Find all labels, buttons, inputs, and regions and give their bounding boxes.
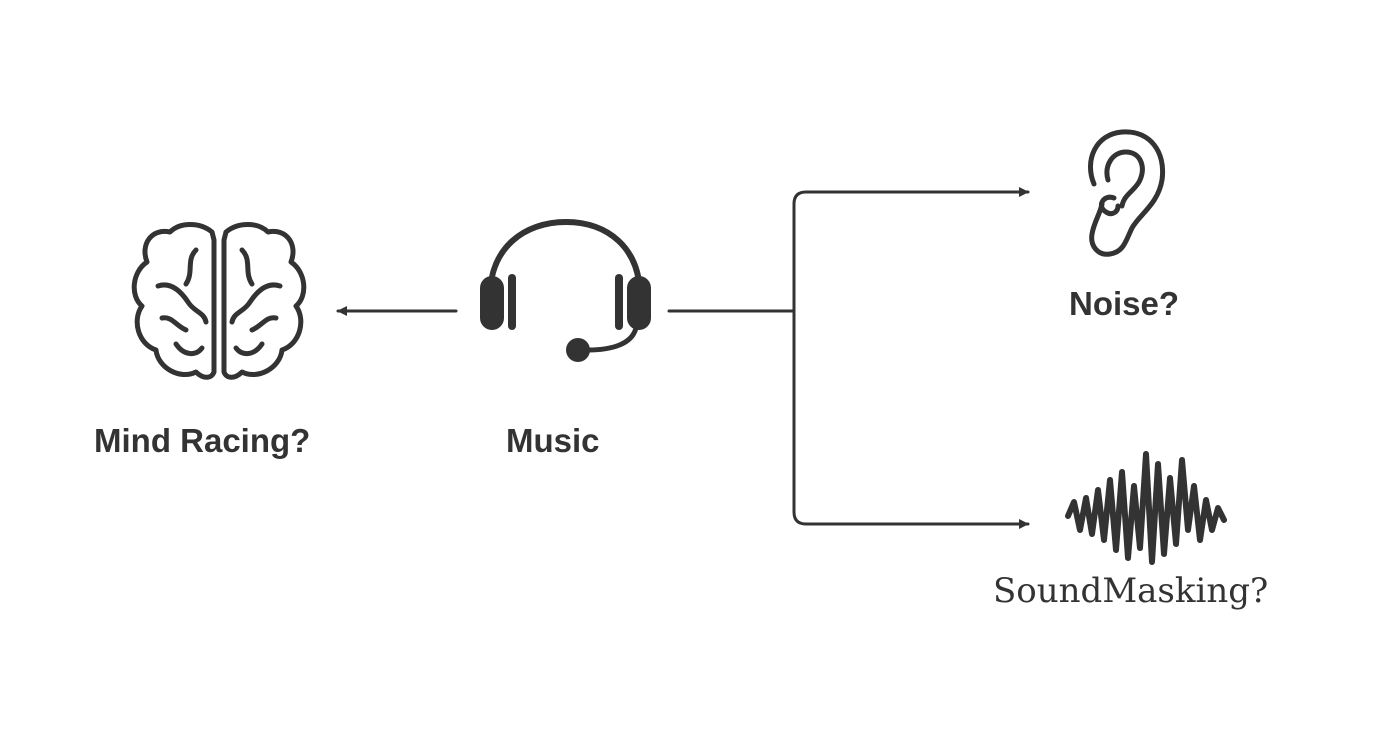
edge-music-to-sound xyxy=(792,309,1030,529)
headset-icon xyxy=(480,219,651,362)
ear-icon xyxy=(1088,129,1166,257)
brain-icon xyxy=(131,222,307,380)
node-label-music: Music xyxy=(506,422,600,459)
node-label-noise: Noise? xyxy=(1069,285,1180,322)
connectors xyxy=(336,187,1030,529)
node-label-mind-racing: Mind Racing? xyxy=(94,422,311,459)
edge-music-to-noise xyxy=(792,187,1030,313)
sound-wave-icon xyxy=(1065,451,1227,565)
node-label-sound-masking: SoundMasking? xyxy=(993,571,1269,611)
